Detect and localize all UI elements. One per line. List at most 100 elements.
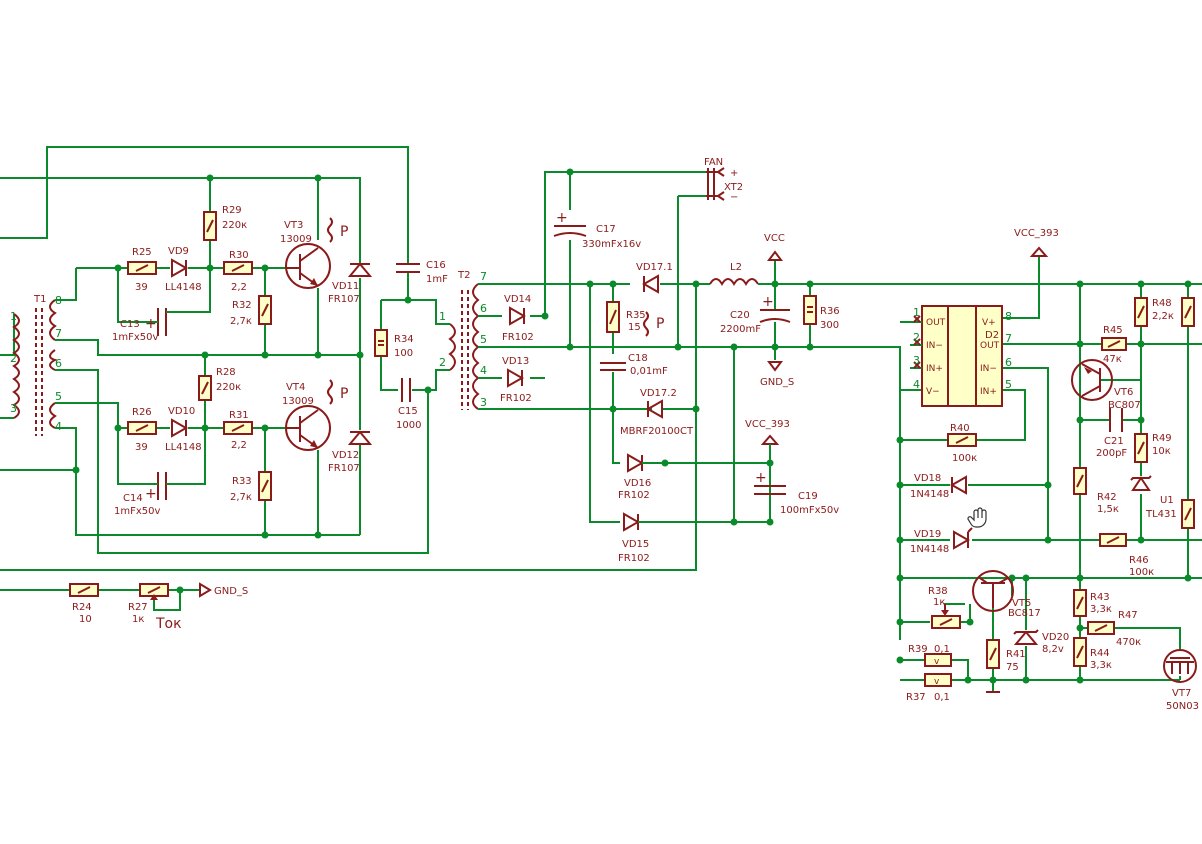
svg-text:R34: R34 bbox=[394, 334, 414, 345]
svg-text:R25: R25 bbox=[132, 247, 152, 258]
mosfet-vt7: VT7 50N03 bbox=[1163, 649, 1199, 712]
svg-text:R26: R26 bbox=[132, 407, 152, 418]
transformer-t2: T2 1 2 7 6 5 4 3 bbox=[439, 270, 487, 410]
resistor-r30: R30 2,2 bbox=[223, 250, 253, 293]
svg-text:P: P bbox=[656, 316, 664, 332]
diode-vd18: VD18 1N4148 bbox=[910, 473, 967, 500]
svg-text:1к: 1к bbox=[132, 614, 144, 625]
svg-text:FR102: FR102 bbox=[502, 332, 534, 343]
svg-text:10к: 10к bbox=[1152, 446, 1171, 457]
power-vcc-393-b: VCC_393 bbox=[1014, 228, 1059, 257]
t1-pin-7: 7 bbox=[55, 327, 62, 340]
svg-text:VT7: VT7 bbox=[1172, 688, 1191, 699]
svg-text:OUT: OUT bbox=[926, 318, 946, 328]
svg-text:39: 39 bbox=[135, 282, 148, 293]
resistor-r35: R35 15 bbox=[606, 301, 646, 333]
resistor-r36: R36 300 bbox=[803, 295, 840, 331]
diode-vd17-2: VD17.2 MBRF20100CT bbox=[620, 388, 694, 437]
resistor-r40: R40 100к bbox=[947, 423, 977, 464]
svg-text:−: − bbox=[730, 192, 738, 203]
svg-text:VD15: VD15 bbox=[622, 539, 649, 550]
resistor-r31: R31 2,2 bbox=[223, 410, 253, 451]
svg-text:+: + bbox=[730, 168, 738, 179]
svg-text:R29: R29 bbox=[222, 205, 242, 216]
svg-text:R48: R48 bbox=[1152, 298, 1172, 309]
svg-text:L2: L2 bbox=[730, 262, 742, 273]
svg-text:VD10: VD10 bbox=[168, 406, 195, 417]
svg-text:2,2: 2,2 bbox=[231, 440, 247, 451]
svg-text:100mFx50v: 100mFx50v bbox=[780, 505, 839, 516]
ground-gnd-s-a: GND_S bbox=[760, 361, 794, 388]
svg-text:10: 10 bbox=[79, 614, 92, 625]
svg-text:1mFx50v: 1mFx50v bbox=[112, 332, 158, 343]
svg-text:VCC_393: VCC_393 bbox=[745, 419, 790, 430]
resistor-r41: R41 75 bbox=[986, 639, 1026, 673]
svg-text:1к: 1к bbox=[933, 597, 945, 608]
svg-text:R27: R27 bbox=[128, 602, 148, 613]
svg-text:C20: C20 bbox=[730, 310, 750, 321]
svg-text:100: 100 bbox=[394, 348, 413, 359]
svg-text:200pF: 200pF bbox=[1096, 448, 1127, 459]
diode-vd11: VD11 FR107 bbox=[328, 262, 373, 305]
svg-text:C15: C15 bbox=[398, 406, 418, 417]
svg-text:+: + bbox=[145, 486, 157, 502]
svg-text:R30: R30 bbox=[229, 250, 249, 261]
resistor-r42: R42 1,5к bbox=[1073, 467, 1119, 515]
svg-text:R40: R40 bbox=[950, 423, 970, 434]
resistor-r-right-mid bbox=[1181, 499, 1195, 529]
svg-text:R37: R37 bbox=[906, 692, 926, 703]
svg-text:GND_S: GND_S bbox=[214, 586, 248, 597]
svg-text:OUT: OUT bbox=[980, 341, 1000, 351]
svg-text:470к: 470к bbox=[1116, 637, 1141, 648]
svg-text:1000: 1000 bbox=[396, 420, 421, 431]
svg-text:C18: C18 bbox=[628, 353, 648, 364]
svg-text:3,3к: 3,3к bbox=[1090, 604, 1112, 615]
svg-text:P: P bbox=[340, 224, 348, 240]
transistor-vt4: VT4 13009 bbox=[282, 382, 331, 451]
svg-text:VD20: VD20 bbox=[1042, 632, 1069, 643]
resistor-r47: R47 470к bbox=[1087, 610, 1141, 648]
svg-text:C17: C17 bbox=[596, 224, 616, 235]
resistor-r29: R29 220к bbox=[203, 205, 247, 241]
t2-pin-6: 6 bbox=[480, 302, 487, 315]
svg-text:47к: 47к bbox=[1103, 354, 1122, 365]
svg-text:R47: R47 bbox=[1118, 610, 1138, 621]
svg-text:3,3к: 3,3к bbox=[1090, 660, 1112, 671]
svg-text:100к: 100к bbox=[1129, 567, 1154, 578]
resistor-r46: R46 100к bbox=[1099, 533, 1154, 578]
resistor-r24: R24 10 bbox=[69, 583, 99, 625]
svg-text:+: + bbox=[762, 294, 774, 310]
svg-text:1N4148: 1N4148 bbox=[910, 544, 949, 555]
t1-pin-8: 8 bbox=[55, 294, 62, 307]
t1-pin-2: 2 bbox=[10, 352, 17, 365]
resistor-r-right-top bbox=[1181, 297, 1195, 327]
capacitor-c19: + C19 100mFx50v bbox=[754, 470, 839, 516]
capacitor-c14: + C14 1mFx50v bbox=[114, 472, 172, 517]
svg-text:0,01mF: 0,01mF bbox=[630, 366, 668, 377]
svg-text:13009: 13009 bbox=[280, 234, 312, 245]
svg-text:1mFx50v: 1mFx50v bbox=[114, 506, 160, 517]
capacitor-c13: + C13 1mFx50v bbox=[112, 308, 172, 343]
svg-text:FR102: FR102 bbox=[618, 553, 650, 564]
svg-text:FR107: FR107 bbox=[328, 294, 360, 305]
svg-text:V+: V+ bbox=[982, 318, 996, 328]
svg-text:FR102: FR102 bbox=[618, 490, 650, 501]
svg-text:2,2: 2,2 bbox=[231, 282, 247, 293]
svg-text:R42: R42 bbox=[1097, 492, 1117, 503]
resistor-r37: v R37 0,1 bbox=[906, 673, 952, 703]
svg-text:IN+: IN+ bbox=[926, 364, 943, 374]
diode-vd10: VD10 LL4148 bbox=[165, 406, 202, 453]
svg-text:+: + bbox=[556, 210, 568, 226]
svg-text:R46: R46 bbox=[1129, 555, 1149, 566]
diode-vd19: VD19 1N4148 bbox=[910, 527, 973, 555]
svg-text:+: + bbox=[755, 470, 767, 486]
svg-text:+: + bbox=[145, 316, 157, 332]
svg-text:50N03: 50N03 bbox=[1166, 701, 1199, 712]
svg-text:8,2v: 8,2v bbox=[1042, 644, 1064, 655]
resistor-r26: R26 39 bbox=[127, 407, 157, 453]
connector-xt2: FAN XT2 + − bbox=[704, 157, 743, 203]
capacitor-c20: + C20 2200mF bbox=[720, 294, 791, 335]
svg-text:1mF: 1mF bbox=[426, 274, 448, 285]
svg-text:XT2: XT2 bbox=[724, 182, 743, 193]
svg-text:R32: R32 bbox=[232, 300, 252, 311]
